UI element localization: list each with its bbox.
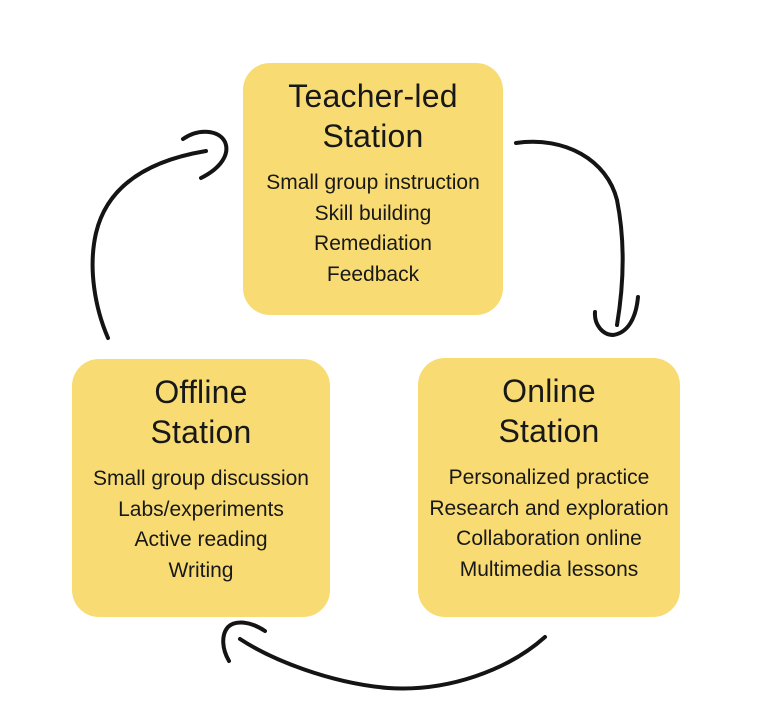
station-title-line: Station <box>322 118 424 154</box>
arrow-offline-to-teacher-led-icon <box>90 129 229 340</box>
station-item-list: Personalized practice Research and explo… <box>429 463 668 585</box>
station-item: Active reading <box>134 528 268 551</box>
station-item: Labs/experiments <box>118 497 284 521</box>
station-item: Collaboration online <box>456 527 642 550</box>
station-item-list: Small group instruction Skill building R… <box>266 168 480 290</box>
station-item: Small group instruction <box>266 171 480 194</box>
arrowhead-up-left-icon <box>221 620 267 663</box>
station-item-list: Small group discussion Labs/experiments … <box>93 464 309 586</box>
station-title-line: Station <box>150 414 252 450</box>
station-card-online: Online Station Personalized practice Res… <box>418 358 680 617</box>
arrow-curve <box>238 635 547 691</box>
station-title-line: Teacher-led <box>288 78 458 114</box>
station-item: Research and exploration <box>429 496 669 520</box>
arrow-online-to-offline-icon <box>221 620 547 691</box>
station-item: Multimedia lessons <box>459 557 639 581</box>
station-card-teacher-led: Teacher-led Station Small group instruct… <box>243 63 503 315</box>
arrow-curve <box>514 139 625 327</box>
station-title-line: Station <box>498 413 600 449</box>
arrow-teacher-led-to-online-icon <box>514 139 640 338</box>
station-item: Small group discussion <box>93 467 309 490</box>
station-title-line: Online <box>502 373 596 409</box>
station-item: Personalized practice <box>448 466 650 489</box>
station-item: Feedback <box>326 262 420 286</box>
station-item: Writing <box>168 558 234 582</box>
station-card-offline: Offline Station Small group discussion L… <box>72 359 330 617</box>
arrow-curve <box>90 149 208 340</box>
arrowhead-up-right-icon <box>181 129 229 180</box>
arrowhead-down-icon <box>592 295 640 338</box>
station-title-line: Offline <box>154 374 248 410</box>
station-item: Skill building <box>314 201 432 225</box>
station-item: Remediation <box>314 232 432 255</box>
